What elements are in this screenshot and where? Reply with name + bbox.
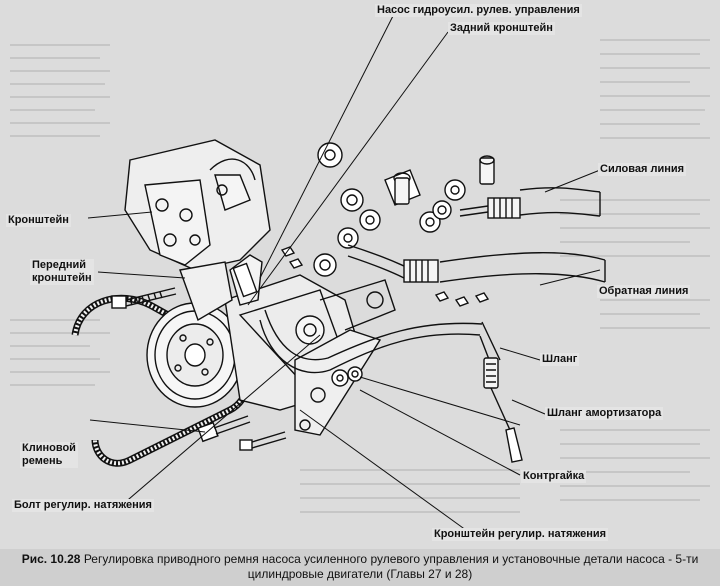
pulley	[146, 302, 244, 408]
leader-lines	[87, 11, 601, 534]
caption-text: Регулировка приводного ремня насоса усил…	[83, 552, 699, 581]
label-pump: Насос гидроусил. рулев. управления	[375, 4, 582, 17]
label-power-line: Силовая линия	[598, 163, 687, 176]
figure-caption: Рис. 10.28 Регулировка приводного ремня …	[0, 549, 720, 586]
bracket-part	[144, 179, 211, 266]
label-tension-bracket: Кронштейн регулир. натяжения	[432, 528, 609, 541]
mount-bolt	[111, 287, 177, 309]
pressure-hose	[259, 309, 523, 463]
label-front-bracket: Передний кронштейн	[30, 259, 94, 285]
label-damper-hose: Шланг амортизатора	[545, 407, 664, 420]
return-line-hose	[347, 244, 606, 283]
fittings	[280, 142, 495, 387]
label-tension-bolt: Болт регулир. натяжения	[12, 499, 154, 512]
drawing	[71, 11, 606, 534]
power-line-hose	[459, 187, 601, 219]
label-return-line: Обратная линия	[597, 285, 691, 298]
caption-number: Рис. 10.28	[21, 552, 81, 566]
pump-diagram	[10, 11, 710, 534]
label-hose: Шланг	[540, 353, 580, 366]
front-bracket-part	[179, 261, 233, 322]
label-locknut: Контргайка	[521, 470, 587, 483]
label-rear-bracket: Задний кронштейн	[448, 22, 555, 35]
label-bracket: Кронштейн	[6, 214, 71, 227]
label-v-belt: Клиновой ремень	[20, 442, 78, 468]
background-text-lines	[10, 39, 710, 513]
